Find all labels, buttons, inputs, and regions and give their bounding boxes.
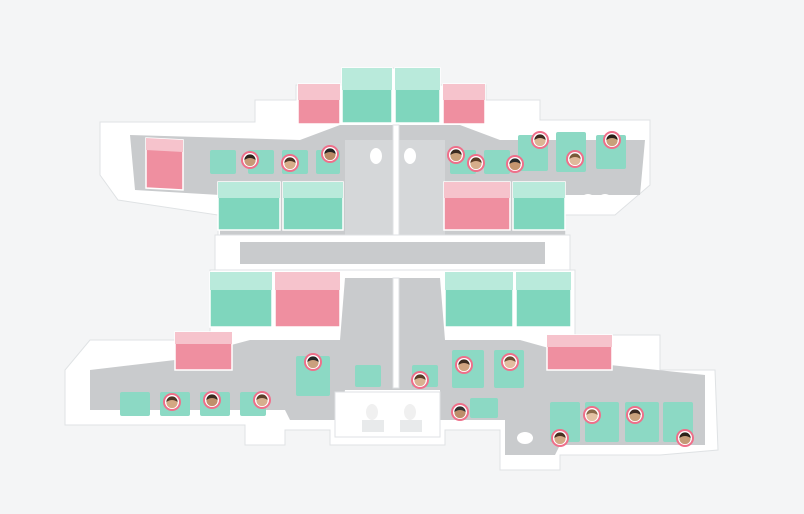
room-upper-inner-right-a[interactable] xyxy=(443,181,511,231)
avatar-hair-icon xyxy=(586,409,598,415)
lower-restroom xyxy=(334,391,533,444)
avatar-hair-icon xyxy=(206,394,218,400)
room-upper-inner-right-b[interactable] xyxy=(512,181,566,231)
room-upper-center-right[interactable] xyxy=(394,67,441,124)
avatar-hair-icon xyxy=(470,157,482,163)
person-avatar[interactable] xyxy=(455,356,473,374)
upper-floor xyxy=(99,67,651,241)
person-avatar[interactable] xyxy=(304,353,322,371)
people-layer xyxy=(163,131,694,447)
middle-slab xyxy=(214,234,571,271)
avatar-hair-icon xyxy=(324,148,336,154)
person-avatar[interactable] xyxy=(163,393,181,411)
room-upper-west[interactable] xyxy=(145,137,184,191)
avatar-hair-icon xyxy=(256,394,268,400)
middle-corridor xyxy=(240,242,545,264)
person-avatar[interactable] xyxy=(583,406,601,424)
person-avatar[interactable] xyxy=(531,131,549,149)
person-avatar[interactable] xyxy=(253,391,271,409)
avatar-hair-icon xyxy=(244,154,256,160)
person-avatar[interactable] xyxy=(626,406,644,424)
room-upper-inner-left-b[interactable] xyxy=(282,181,344,231)
room-upper-inner-left-a[interactable] xyxy=(217,181,281,231)
person-avatar[interactable] xyxy=(451,403,469,421)
avatar-hair-icon xyxy=(554,432,566,438)
person-avatar[interactable] xyxy=(676,429,694,447)
person-avatar[interactable] xyxy=(411,371,429,389)
room-lower-inner-right-b[interactable] xyxy=(515,271,572,328)
avatar-hair-icon xyxy=(679,432,691,438)
person-avatar[interactable] xyxy=(447,146,465,164)
person-avatar[interactable] xyxy=(603,131,621,149)
avatar-hair-icon xyxy=(504,356,516,362)
room-upper-center-left[interactable] xyxy=(341,67,393,124)
room-lower-inner-left-b[interactable] xyxy=(274,271,341,328)
lower-floor xyxy=(64,269,719,471)
person-avatar[interactable] xyxy=(506,155,524,173)
person-avatar[interactable] xyxy=(501,353,519,371)
person-avatar[interactable] xyxy=(203,391,221,409)
avatar-hair-icon xyxy=(414,374,426,380)
person-avatar[interactable] xyxy=(467,154,485,172)
avatar-hair-icon xyxy=(509,158,521,164)
room-upper-top-right-small[interactable] xyxy=(442,83,486,125)
avatar-hair-icon xyxy=(450,149,462,155)
room-lower-east[interactable] xyxy=(546,334,613,371)
avatar-hair-icon xyxy=(534,134,546,140)
avatar-hair-icon xyxy=(458,359,470,365)
avatar-hair-icon xyxy=(307,356,319,362)
upper-restroom-fixtures xyxy=(370,148,612,206)
room-lower-inner-left-a[interactable] xyxy=(209,271,273,328)
avatar-hair-icon xyxy=(166,396,178,402)
avatar-hair-icon xyxy=(569,153,581,159)
person-avatar[interactable] xyxy=(321,145,339,163)
upper-center-divider xyxy=(392,124,400,238)
avatar-hair-icon xyxy=(284,157,296,163)
lower-center-divider xyxy=(392,277,400,389)
person-avatar[interactable] xyxy=(566,150,584,168)
avatar-hair-icon xyxy=(606,134,618,140)
person-avatar[interactable] xyxy=(551,429,569,447)
person-avatar[interactable] xyxy=(281,154,299,172)
room-lower-west[interactable] xyxy=(174,331,233,371)
avatar-hair-icon xyxy=(629,409,641,415)
avatar-hair-icon xyxy=(454,406,466,412)
person-avatar[interactable] xyxy=(241,151,259,169)
room-lower-inner-right-a[interactable] xyxy=(444,271,514,328)
room-upper-top-left-small[interactable] xyxy=(297,83,341,125)
